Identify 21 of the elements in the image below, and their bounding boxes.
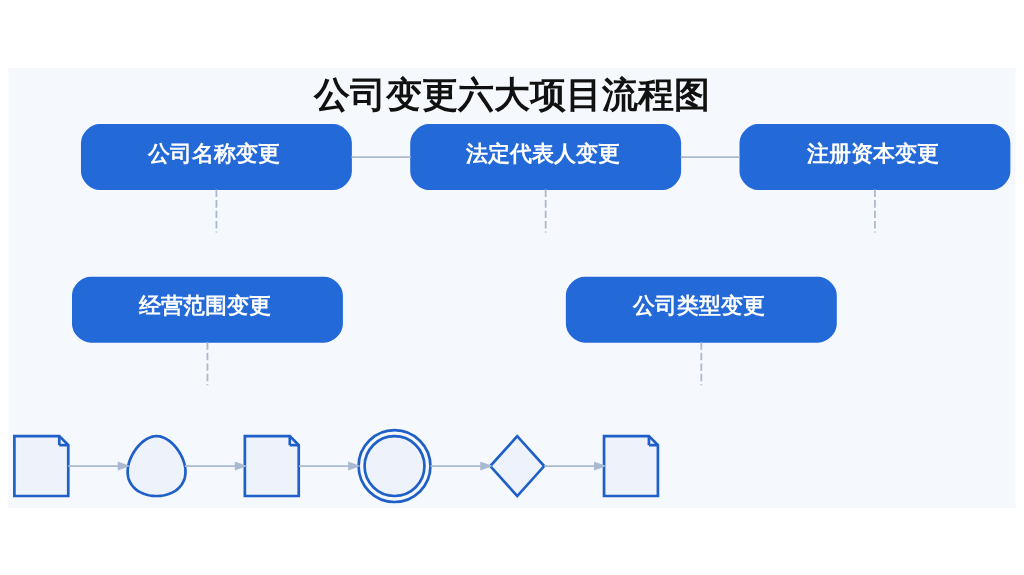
- connector: [700, 340, 703, 386]
- connector: [206, 340, 209, 386]
- node-picture: [357, 428, 432, 503]
- connector: [215, 188, 218, 233]
- node-box: 公司名称变更: [81, 123, 352, 190]
- node-box: 公司类型变更: [565, 276, 837, 343]
- connector: [350, 155, 412, 158]
- node-box: 法定代表人变更: [410, 123, 682, 190]
- connector: [679, 155, 741, 158]
- arrow: [298, 461, 361, 470]
- connector: [544, 188, 547, 233]
- arrow: [543, 461, 607, 470]
- diagram-title: 公司变更六大项目流程图: [313, 73, 710, 115]
- connector: [874, 188, 876, 233]
- node-box: 注册资本变更: [739, 123, 1011, 190]
- node-box: 经营范围变更: [72, 276, 343, 343]
- node-picture: [126, 434, 187, 497]
- arrow: [67, 461, 131, 470]
- arrow: [184, 461, 248, 470]
- node-picture: [488, 433, 546, 498]
- arrow: [429, 461, 493, 470]
